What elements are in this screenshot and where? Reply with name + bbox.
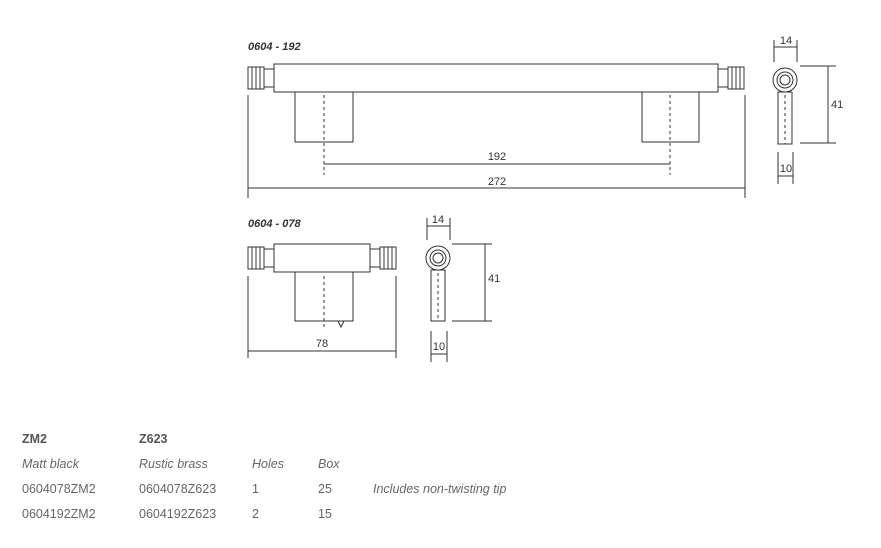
box-value: 15 [318,506,332,521]
row-note: Includes non-twisting tip [373,481,507,496]
dim-078-side-width: 14 [432,214,444,226]
handle-192-front-view [247,63,746,198]
article-code: 0604192ZM2 [22,506,96,521]
dim-192-base: 10 [780,163,792,175]
finish-code-rustic-brass: Z623 [139,431,168,446]
holes-value: 2 [252,506,259,521]
handle-192-side-view [772,40,836,184]
box-header: Box [318,456,340,471]
article-code: 0604078ZM2 [22,481,96,496]
handle-078-label: 0604 - 078 [248,218,301,230]
article-code: 0604078Z623 [139,481,217,496]
article-code: 0604192Z623 [139,506,217,521]
dim-192-length: 272 [488,176,506,188]
dim-192-center: 192 [488,151,506,163]
dim-078-height: 41 [488,273,500,285]
handle-192-label: 0604 - 192 [248,41,301,53]
finish-code-row: ZM2 Z623 [22,426,506,451]
table-row: 0604192ZM2 0604192Z623 2 15 [22,501,506,526]
dim-078-length: 78 [316,338,328,350]
table-row: 0604078ZM2 0604078Z623 1 25 Includes non… [22,476,506,501]
finish-name-matt-black: Matt black [22,456,79,471]
product-spec-table: ZM2 Z623 Matt black Rustic brass Holes B… [22,426,506,526]
header-row: Matt black Rustic brass Holes Box [22,451,506,476]
dim-078-base: 10 [433,341,445,353]
handle-078-side-view [425,218,492,362]
holes-value: 1 [252,481,259,496]
box-value: 25 [318,481,332,496]
dim-192-side-width: 14 [780,35,792,47]
handle-078-front-view [247,243,397,358]
finish-code-matt-black: ZM2 [22,431,47,446]
holes-header: Holes [252,456,284,471]
finish-name-rustic-brass: Rustic brass [139,456,208,471]
row-note [373,501,506,526]
dim-192-height: 41 [831,99,843,111]
